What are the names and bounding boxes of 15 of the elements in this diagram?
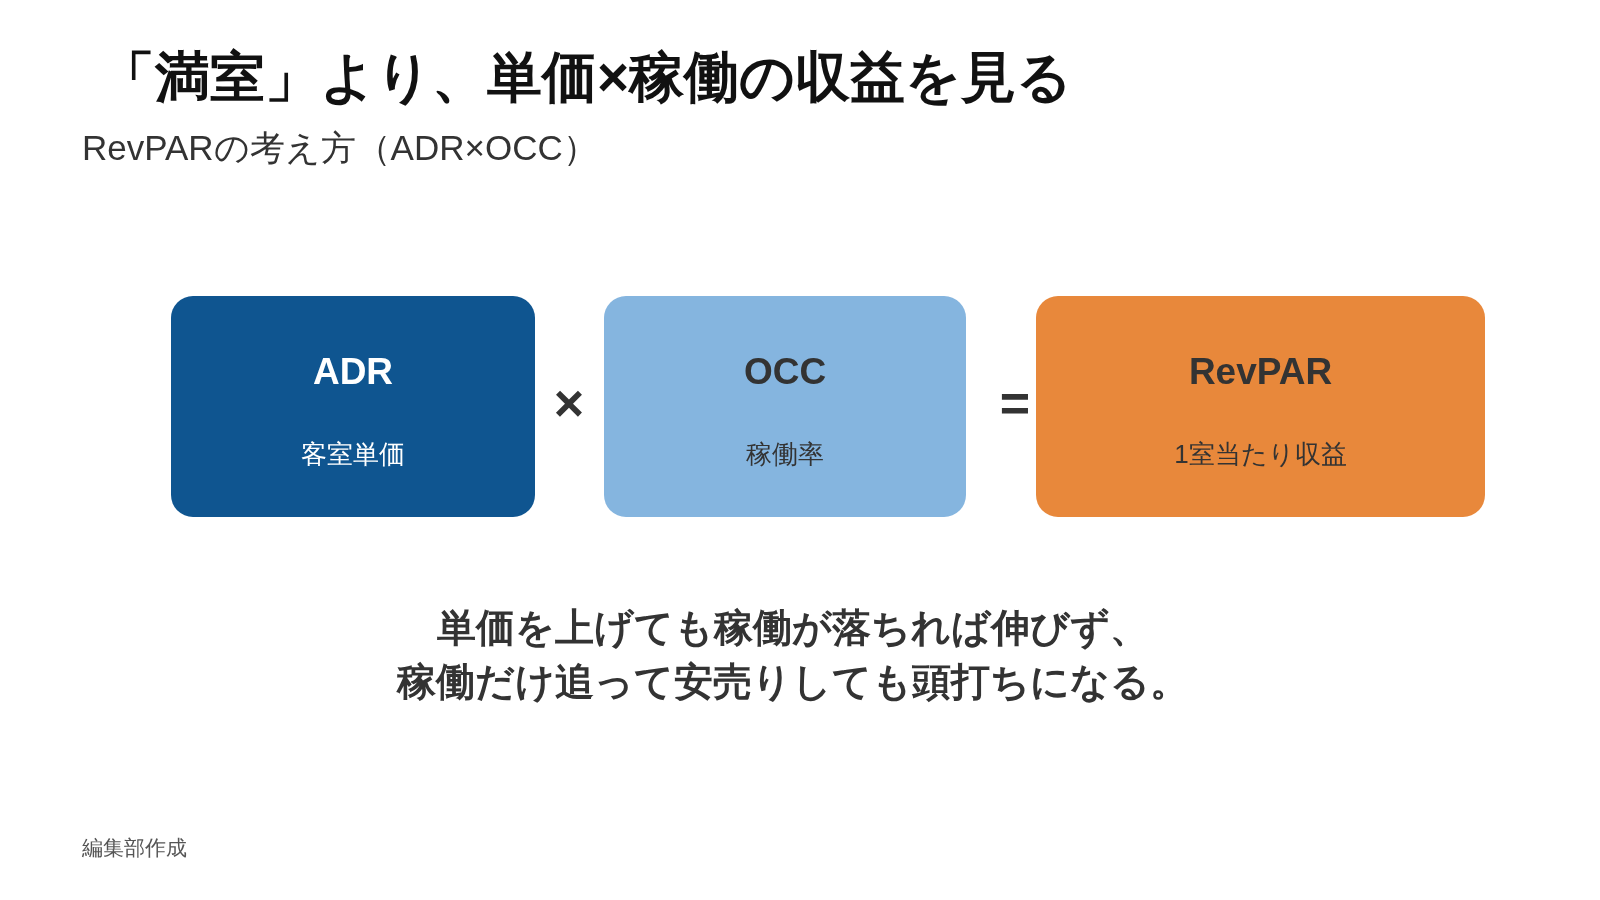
term-description: 1室当たり収益 (1174, 437, 1347, 471)
term-description: 稼働率 (746, 437, 824, 471)
term-heading: RevPAR (1188, 350, 1333, 394)
source-note: 編集部作成 (82, 835, 187, 861)
term-heading: ADR (312, 350, 394, 394)
title: 「満室」より、単価×稼働の収益を見る (100, 45, 1073, 110)
equals-sign: = (999, 372, 1031, 434)
term-box (171, 296, 535, 517)
term-box (604, 296, 966, 517)
term-heading: OCC (743, 350, 827, 394)
multiply-sign: × (553, 372, 585, 434)
summary-text: 単価を上げても稼働が落ちれば伸びず、稼働だけ追って安売りしても頭打ちになる。 (395, 605, 1190, 705)
term-box (1036, 296, 1485, 517)
subtitle: RevPARの考え方（ADR×OCC） (82, 127, 598, 169)
term-description: 客室単価 (301, 437, 405, 471)
